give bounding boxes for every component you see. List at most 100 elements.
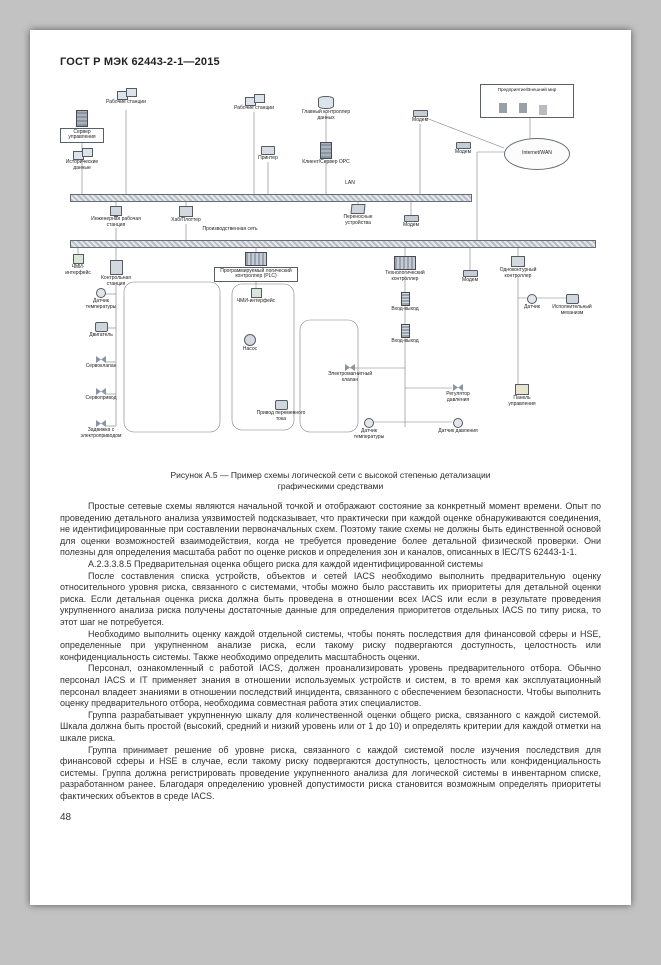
plc-icon [245,252,267,266]
hmi-icon [250,288,262,298]
node-label: Инженерная рабочая станция [91,216,141,228]
monitors-icon [116,88,137,100]
lan-bus [70,194,472,202]
node-label: Хаб/Плоттер [171,217,201,223]
solenoid-valve-node: Электромагнитный клапан [324,364,376,384]
body-paragraph: Группа принимает решение об уровне риска… [60,744,601,801]
pressure-regulator-node: Регулятор давления [436,384,480,404]
valve-icon [345,364,355,371]
body-paragraph: А.2.3.3.8.5 Предварительная оценка общег… [88,559,483,570]
node-label: Сервоклапан [85,363,117,369]
io-node: Вход-выход [390,324,420,345]
control-panel-node: Панель управления [500,384,544,408]
node-label: Программируемый логический контроллер (P… [214,267,298,282]
modem-icon [455,142,471,149]
node-label: Главный контроллер данных [301,109,351,121]
device-icon [511,256,525,267]
actuator-node: Исполнительный механизм [548,294,596,317]
monitor-icon [110,206,122,217]
connection-line [425,117,505,149]
control-server-node: Сервер управления [60,110,104,143]
modem-node: Модем [455,270,485,284]
device-icon [179,206,193,217]
hmi-icon [72,254,84,264]
node-label: LAN [345,180,355,186]
server-icon [76,110,88,127]
modem-node: Модем [448,142,478,156]
modem-node: Модем [396,215,426,229]
motor-icon [94,322,108,332]
document-title: ГОСТ Р МЭК 62443-2-1—2015 [60,56,220,68]
node-label: Исторические данные [65,159,99,171]
pump-node: Насос [236,334,264,353]
node-label: Клиент/Сервер OPC [302,159,350,165]
figure-caption-line2: графическими средствами [277,481,384,492]
io-icon [400,324,410,338]
node-label: Насос [242,346,258,352]
node-label: Вход-выход [391,338,419,344]
node-label: ЧМИ-интерфейс [236,298,276,304]
workstations-node: Рабочие станции [232,94,276,112]
node-label: Двигатель [89,332,113,338]
plc-icon [394,256,416,270]
internet-wan-cloud: Internet/WAN [504,138,570,170]
node-label: Принтер [258,155,278,161]
node-label: Контрольная станция [101,275,131,287]
node-label: Рабочие станции [234,105,274,111]
plc-node: Программируемый логический контроллер (P… [214,252,298,282]
server-icon [320,142,332,159]
sensor-icon [453,418,463,428]
printer-icon [261,146,275,155]
hmi-node: ЧМИ-интерфейс [60,254,96,277]
figure-caption: Рисунок А.5 — Пример схемы логической се… [60,470,601,492]
pump-icon [244,334,256,346]
ac-drive-node: Привод переменного тока [255,400,307,423]
node-label: Привод переменного тока [256,410,306,422]
node-label: Датчик [524,304,540,310]
modem-icon [403,215,419,222]
node-label: Переносные устройства [343,214,373,226]
pressure-sensor-node: Датчик давления [436,418,480,435]
node-label: Вход-выход [391,306,419,312]
node-label: Модем [461,277,479,283]
monitors-icon [244,94,265,106]
historical-data-node: Исторические данные [60,148,104,172]
valve-icon [96,388,106,395]
io-node: Вход-выход [390,292,420,313]
node-label: Датчик температуры [85,298,117,310]
printer-node: Принтер [250,146,286,162]
node-label: Модем [454,149,472,155]
workstations-node: Рабочие станции [104,88,148,106]
node-label: Предприятие/Внешний мир [497,87,557,92]
servo-valve-node: Сервоклапан [81,356,121,370]
node-label: Датчик давления [438,428,478,434]
monitors-icon [72,148,93,160]
motor-node: Двигатель [81,322,121,339]
sensor-icon [96,288,106,298]
body-paragraph: Персонал, ознакомленный с работой IACS, … [60,663,601,709]
valve-icon [96,356,106,363]
node-label: Регулятор давления [446,391,470,403]
single-loop-controller-node: Одноконтурный контроллер [490,256,546,280]
laptop-icon [350,204,366,214]
page-number: 48 [60,811,72,823]
node-label: Электромагнитный клапан [327,371,373,383]
station-icon [109,260,123,275]
db-icon [318,96,334,109]
node-label: Производственная сеть [202,226,258,232]
panel-icon [515,384,529,395]
process-network-bus [70,240,596,248]
node-label: Рабочие станции [106,99,146,105]
node-label: Модем [402,222,420,228]
control-station-node: Контрольная станция [94,260,138,288]
control-loop-outline [123,281,221,433]
temperature-sensor-node: Датчик температуры [79,288,123,311]
main-data-controller-node: Главный контроллер данных [300,96,352,122]
control-loop-outline [299,319,359,433]
body-paragraph: После составления списка устройств, объе… [60,570,601,628]
body-paragraph: Простые сетевые схемы являются начальной… [60,501,601,558]
node-label: Сервер управления [60,128,104,143]
process-controller-node: Технологический контроллер [377,256,433,283]
process-network-label: Производственная сеть [180,226,280,233]
